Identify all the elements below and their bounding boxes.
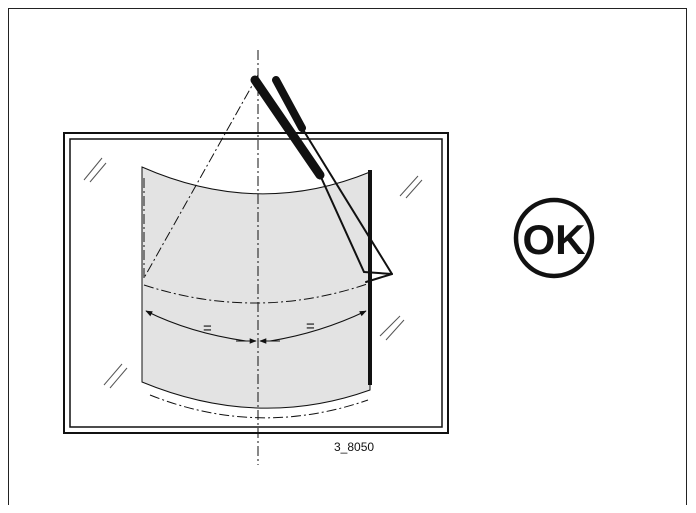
wiper-arm [250,75,393,283]
reference-code: 3_8050 [334,440,374,454]
right-dimension-arrow [269,310,367,342]
equal-mark-right: = [306,318,315,335]
construction-lines [143,50,371,465]
wiped-area [141,166,371,409]
left-dimension-arrow [145,310,247,342]
ok-label: OK [523,216,586,263]
spacing-dimension [145,310,367,344]
ok-badge: OK [513,197,595,279]
equal-mark-left: = [203,320,212,337]
windshield-frame [63,132,449,434]
